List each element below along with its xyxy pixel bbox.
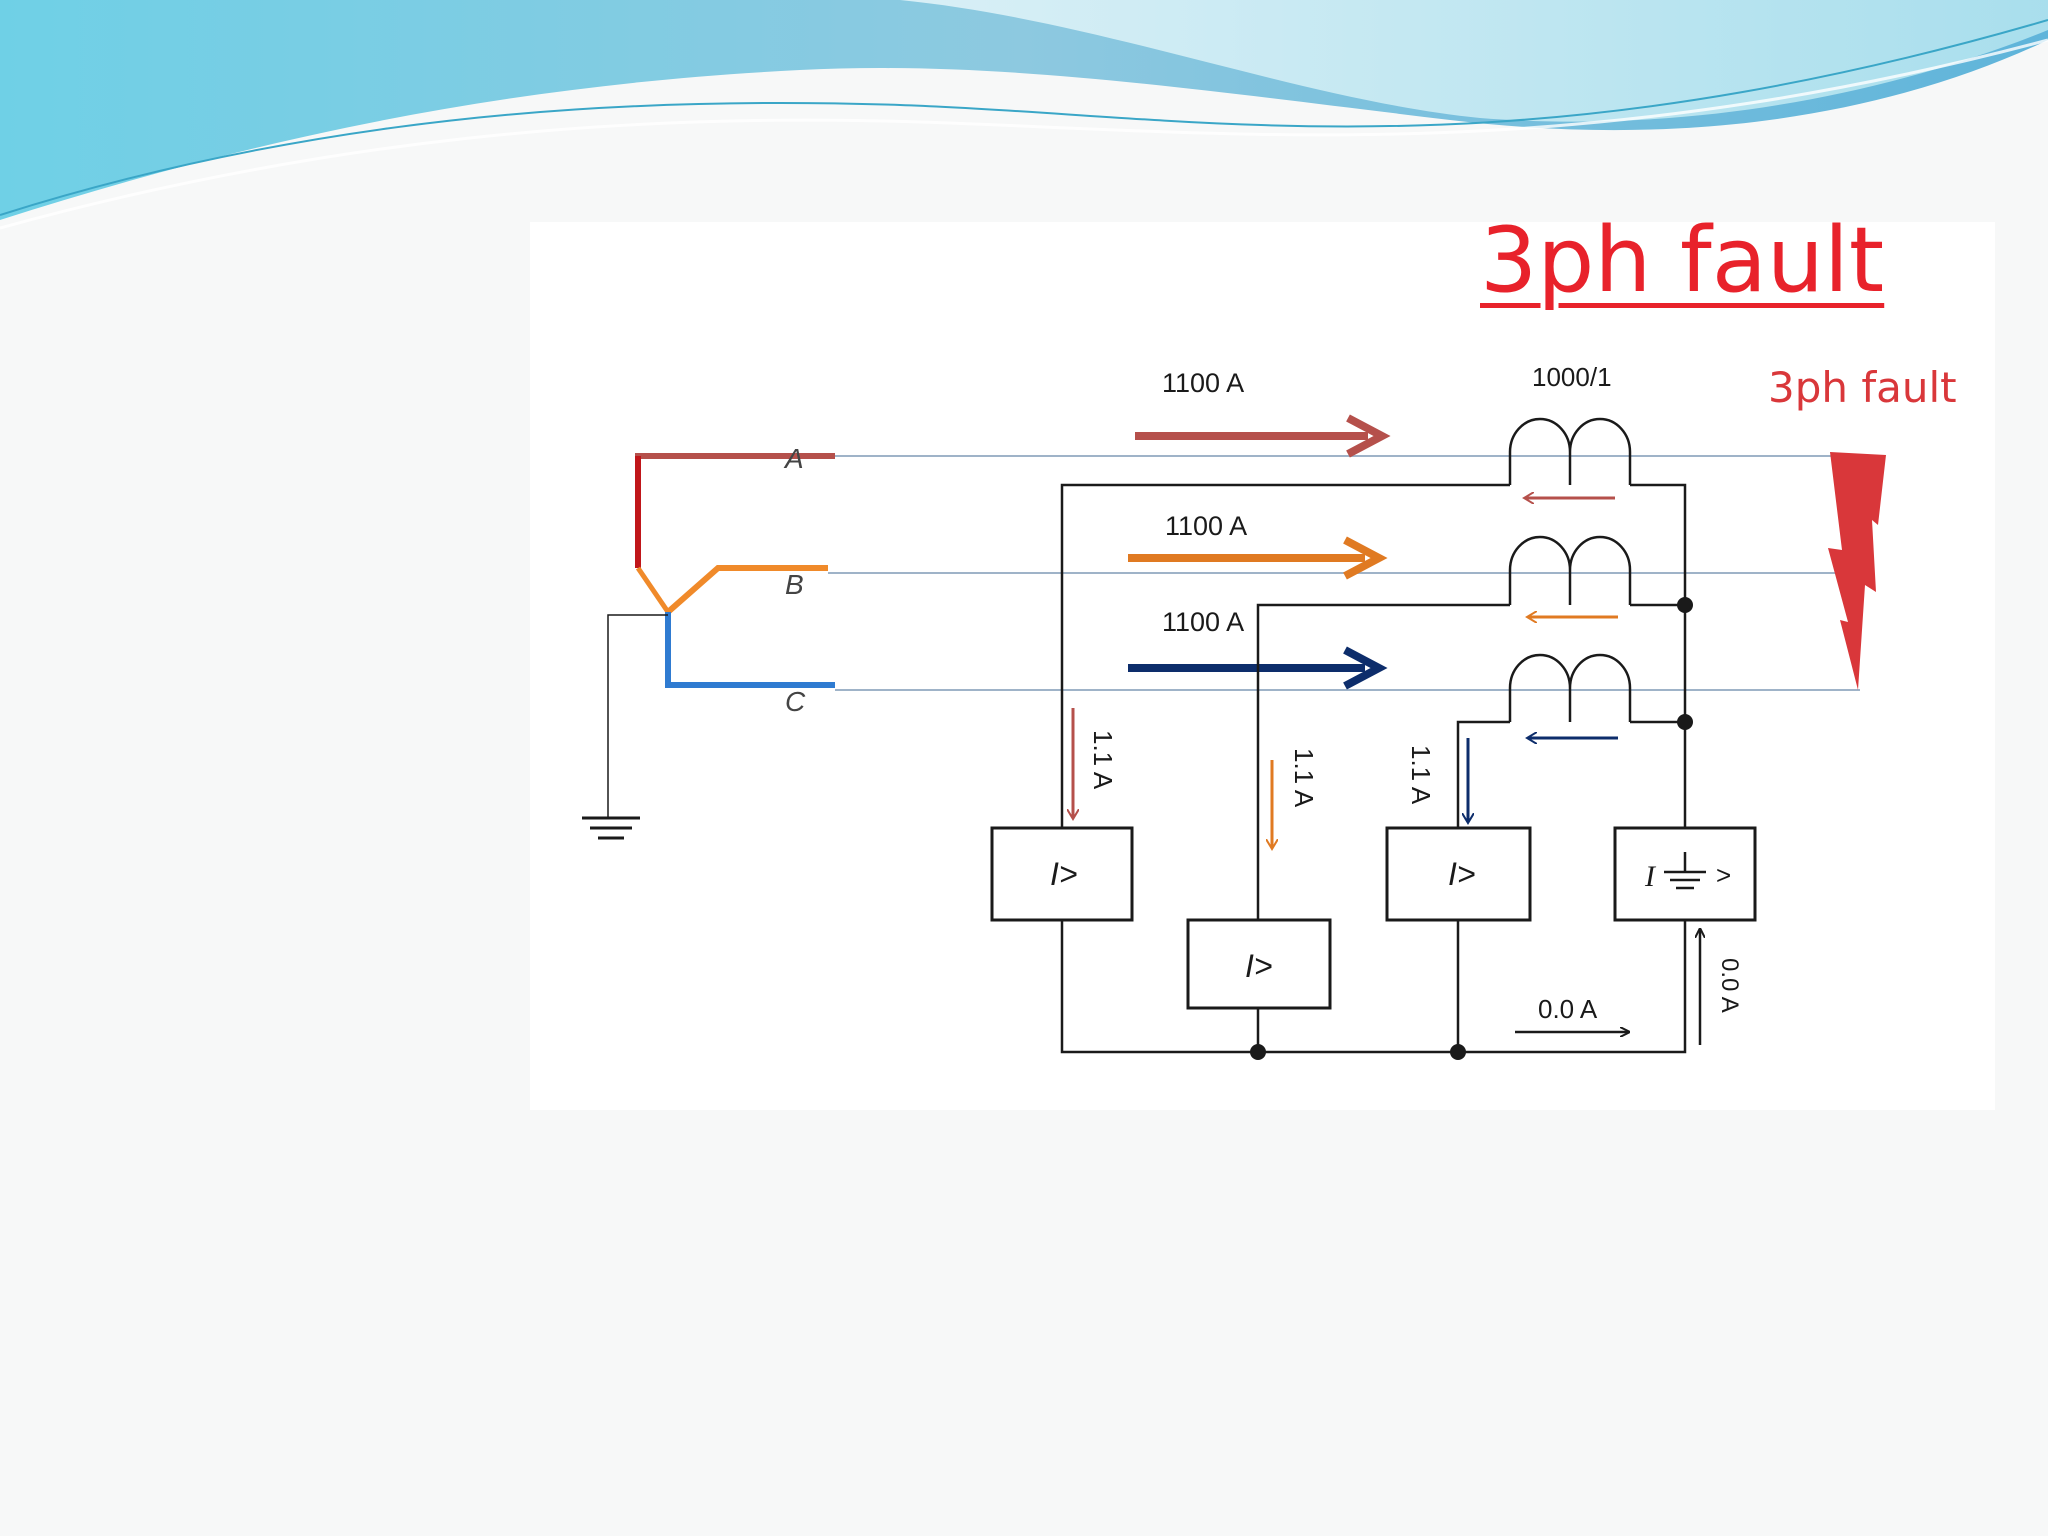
earth-icon xyxy=(1664,852,1706,890)
phase-a-label: A xyxy=(783,443,804,474)
earth-fault-relay-i: I xyxy=(1644,860,1657,893)
overcurrent-relay-c: I> xyxy=(1385,826,1532,922)
neutral-current-label: 0.0 A xyxy=(1538,994,1598,1024)
secondary-current-arrows xyxy=(1525,498,1618,738)
phase-c-arrowhead xyxy=(1343,646,1388,690)
relay-b-current-label: 1.1 A xyxy=(1289,748,1319,808)
relay-a-current-label: 1.1 A xyxy=(1088,730,1118,790)
phase-a-arrowhead xyxy=(1346,414,1391,458)
current-transformer-c xyxy=(1508,653,1632,722)
phase-a-current-label: 1100 A xyxy=(1162,368,1244,398)
phase-b-arrowhead xyxy=(1343,536,1388,580)
star-connected-source xyxy=(582,453,835,840)
relay-c-current-label: 1.1 A xyxy=(1406,745,1436,805)
source-winding-c xyxy=(665,612,835,688)
relay-c-symbol: I> xyxy=(1448,856,1476,892)
slide-title: 3ph fault xyxy=(1480,208,1885,313)
phase-b-label: B xyxy=(785,569,804,600)
source-winding-a xyxy=(635,453,835,568)
header-wave-decoration xyxy=(0,0,2048,230)
source-winding-b xyxy=(666,565,828,615)
source-winding-a-to-star xyxy=(635,566,671,614)
secondary-wiring xyxy=(1060,483,1687,1054)
ct-ratio-label: 1000/1 xyxy=(1532,362,1612,392)
neutral-to-earth xyxy=(607,614,668,818)
earth-relay-current-label: 0.0 A xyxy=(1716,958,1743,1013)
fault-lightning-icon xyxy=(1828,452,1886,690)
current-transformer-b xyxy=(1508,535,1632,605)
earth-fault-relay-gt: > xyxy=(1716,860,1731,890)
earth-fault-relay: I > xyxy=(1613,826,1757,922)
fault-label: 3ph fault xyxy=(1768,363,1957,412)
phase-c-current-label: 1100 A xyxy=(1162,607,1244,637)
phase-c-label: C xyxy=(785,686,806,717)
primary-current-arrows xyxy=(1128,414,1391,690)
current-transformer-a xyxy=(1508,417,1632,485)
phase-b-current-label: 1100 A xyxy=(1165,511,1247,541)
overcurrent-relay-a: I> xyxy=(990,826,1134,922)
relay-a-symbol: I> xyxy=(1050,856,1078,892)
overcurrent-relay-b: I> xyxy=(1186,918,1332,1010)
junction-dots xyxy=(1250,597,1693,1060)
relay-b-symbol: I> xyxy=(1245,948,1273,984)
